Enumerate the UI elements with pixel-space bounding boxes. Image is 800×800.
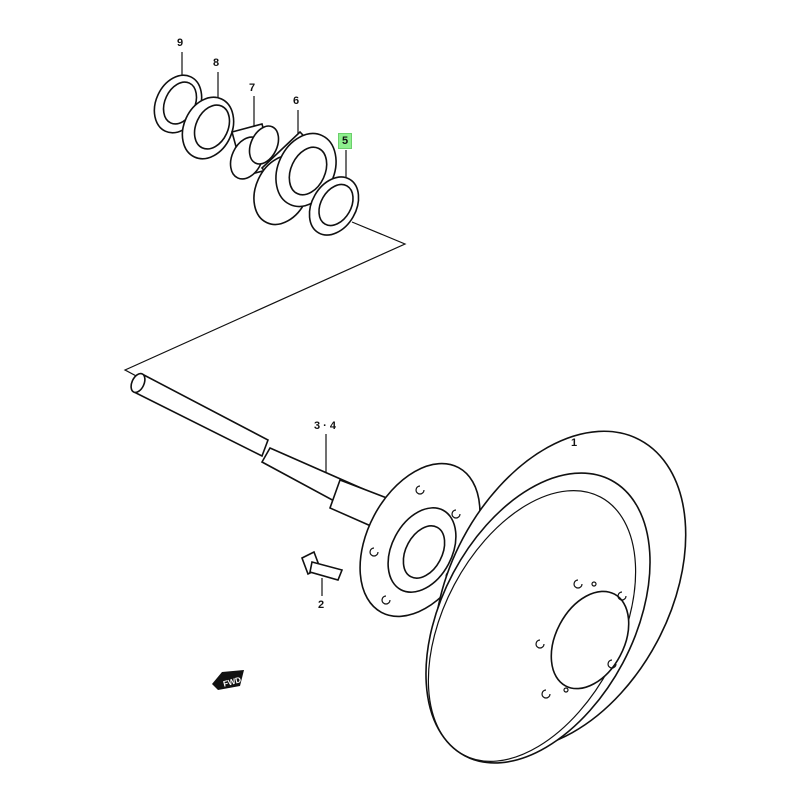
callout-6[interactable]: 6: [293, 95, 300, 107]
callout-8[interactable]: 8: [213, 57, 220, 69]
callout-7[interactable]: 7: [249, 82, 256, 94]
callout-2[interactable]: 2: [318, 599, 325, 611]
part-5-retainer-ring[interactable]: [299, 168, 368, 244]
part-8-ring[interactable]: [173, 89, 244, 167]
callout-1[interactable]: 1: [571, 437, 578, 449]
part-6-bearing[interactable]: [243, 124, 347, 234]
part-1-brake-drum[interactable]: [380, 388, 737, 800]
callout-3-4[interactable]: 3 · 4: [314, 420, 337, 432]
forward-direction-icon: FWD: [212, 670, 244, 690]
part-7-spacer[interactable]: [224, 121, 284, 184]
part-2-hub-bolt[interactable]: [300, 550, 344, 581]
callout-5-highlighted[interactable]: 5: [338, 133, 353, 149]
callout-9[interactable]: 9: [177, 37, 184, 49]
